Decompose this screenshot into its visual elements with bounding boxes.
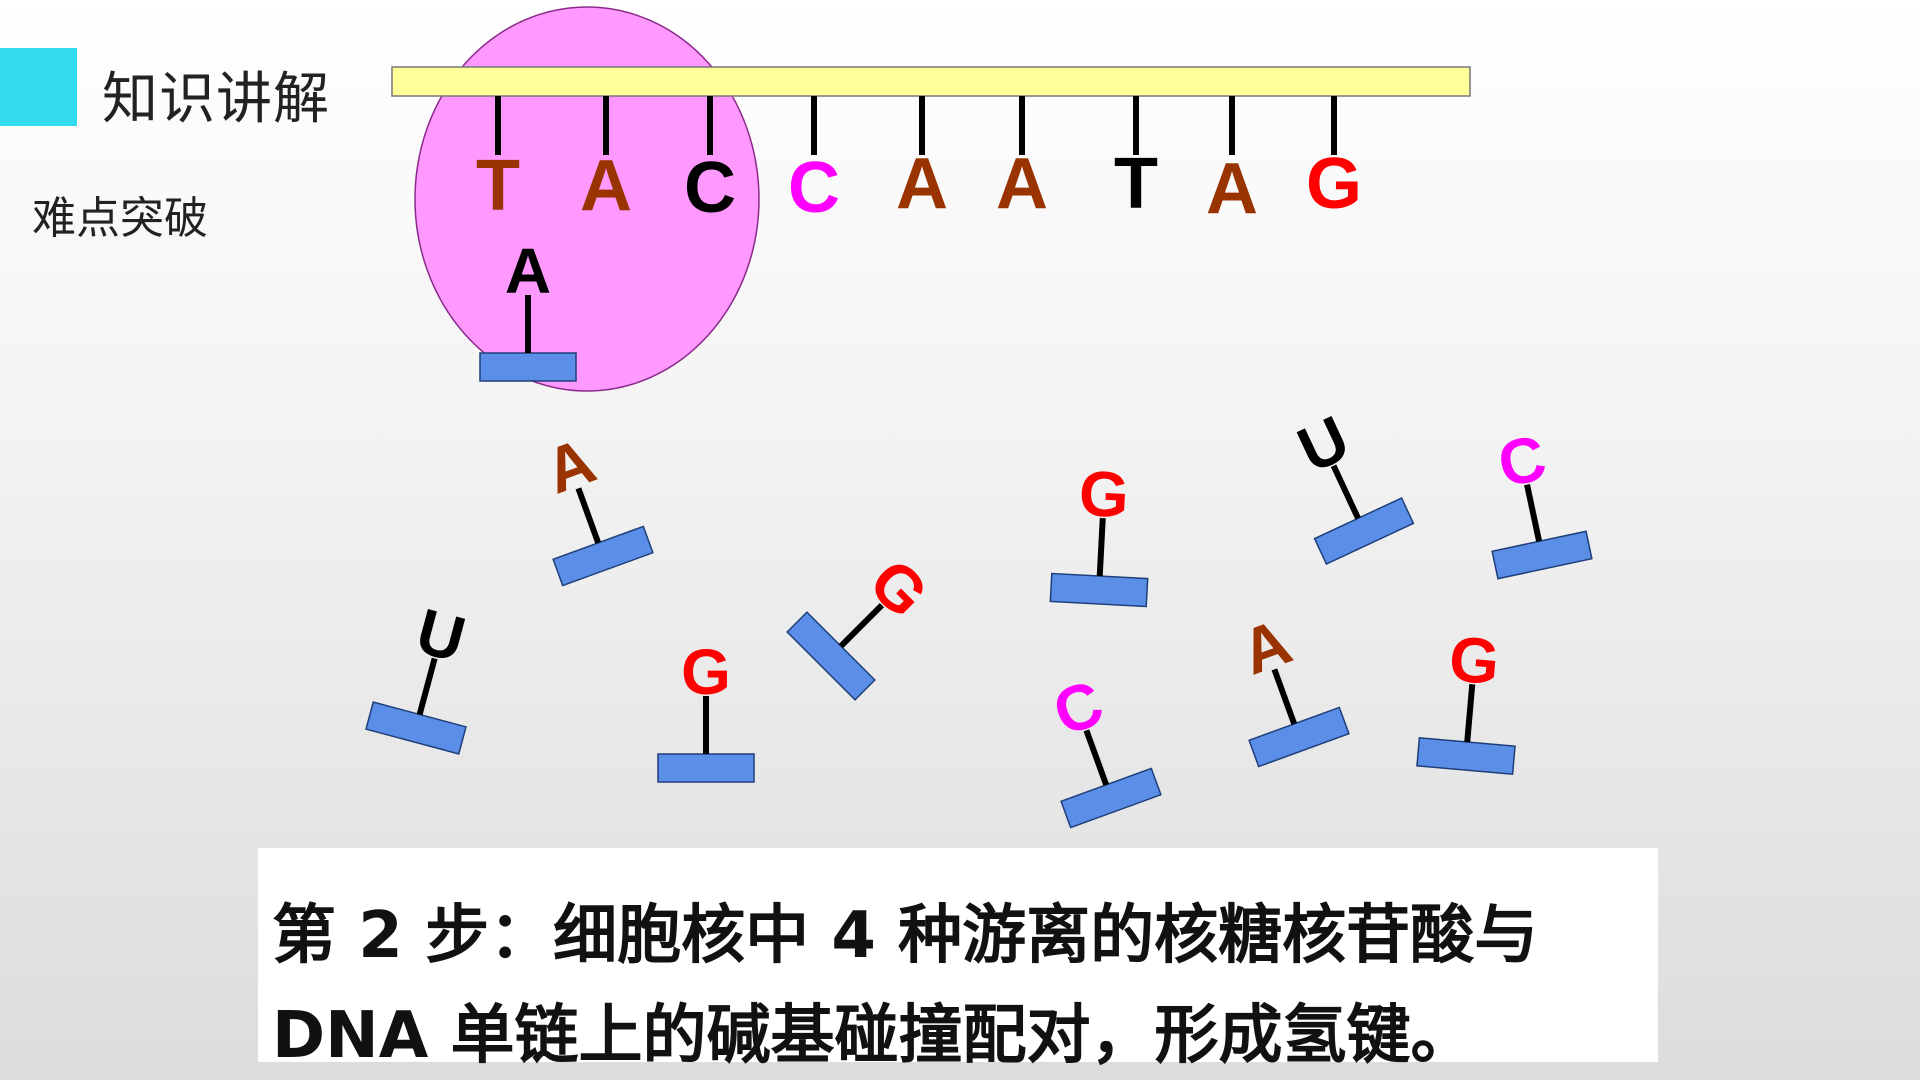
free-nucleotide: A	[1232, 605, 1350, 768]
sugar-phosphate-block	[1060, 767, 1162, 829]
free-nucleotide: U	[365, 595, 472, 755]
strand-base-letter: A	[996, 144, 1048, 224]
nucleotide-stick	[1464, 684, 1476, 743]
accent-square	[0, 48, 77, 126]
nucleotide-letter: U	[1287, 402, 1359, 487]
nucleotide-stick	[1271, 668, 1298, 725]
free-nucleotide: A	[536, 424, 654, 587]
free-nucleotide: C	[1044, 666, 1162, 829]
caption-line-1: 第 2 步：细胞核中 4 种游离的核糖核苷酸与	[272, 899, 1539, 973]
free-nucleotide: C	[1491, 421, 1593, 580]
sugar-phosphate-block	[657, 753, 755, 783]
sugar-phosphate-block	[479, 352, 577, 382]
strand-base-letter: A	[1206, 149, 1258, 229]
nucleotide-stick	[1083, 729, 1110, 786]
nucleotide-letter: G	[1446, 622, 1502, 698]
nucleotide-stick	[575, 487, 602, 544]
strand-base-letter: A	[896, 144, 948, 224]
sugar-phosphate-block	[1491, 530, 1593, 580]
caption-box	[258, 848, 1658, 1062]
sugar-phosphate-block	[1416, 737, 1516, 775]
sugar-phosphate-block	[786, 611, 876, 701]
strand-base-letter: C	[788, 148, 840, 228]
nucleotide-letter: A	[505, 235, 551, 307]
sugar-phosphate-block	[1049, 572, 1149, 608]
strand-base-letter: T	[476, 146, 520, 226]
nucleotide-letter: A	[536, 424, 604, 507]
sugar-phosphate-block	[365, 701, 467, 755]
free-nucleotide: G	[786, 545, 942, 701]
paired-nucleotide: A	[479, 235, 577, 382]
free-nucleotide: U	[1287, 402, 1415, 565]
section-title: 知识讲解	[102, 67, 330, 132]
nucleotide-stick	[1096, 517, 1106, 577]
nucleotide-stick	[838, 602, 885, 649]
nucleotide-letter: G	[681, 636, 731, 708]
free-nucleotide: G	[1049, 457, 1149, 608]
dna-strand-bar	[391, 66, 1471, 97]
strand-base-letter: A	[580, 146, 632, 226]
section-subtitle: 难点突破	[32, 193, 208, 244]
caption-line-2: DNA 单链上的碱基碰撞配对，形成氢键。	[272, 999, 1475, 1073]
sugar-phosphate-block	[1248, 706, 1350, 768]
nucleotide-stick	[416, 657, 438, 716]
nucleotide-stick	[1524, 483, 1543, 542]
sugar-phosphate-block	[552, 525, 654, 587]
strand-base-letter: G	[1306, 144, 1362, 224]
nucleotide-letter: U	[409, 595, 472, 677]
nucleotide-letter: G	[1077, 457, 1130, 532]
free-nucleotide: G	[657, 636, 755, 783]
nucleotide-letter: A	[1232, 605, 1300, 688]
sugar-phosphate-block	[1313, 497, 1415, 565]
free-nucleotide: G	[1416, 622, 1516, 775]
nucleotide-letter: C	[1492, 421, 1552, 501]
strand-base-letter: C	[684, 148, 736, 228]
nucleotide-letter: C	[1044, 666, 1112, 749]
strand-base-letter: T	[1114, 144, 1158, 224]
nucleotide-stick	[1330, 464, 1361, 520]
